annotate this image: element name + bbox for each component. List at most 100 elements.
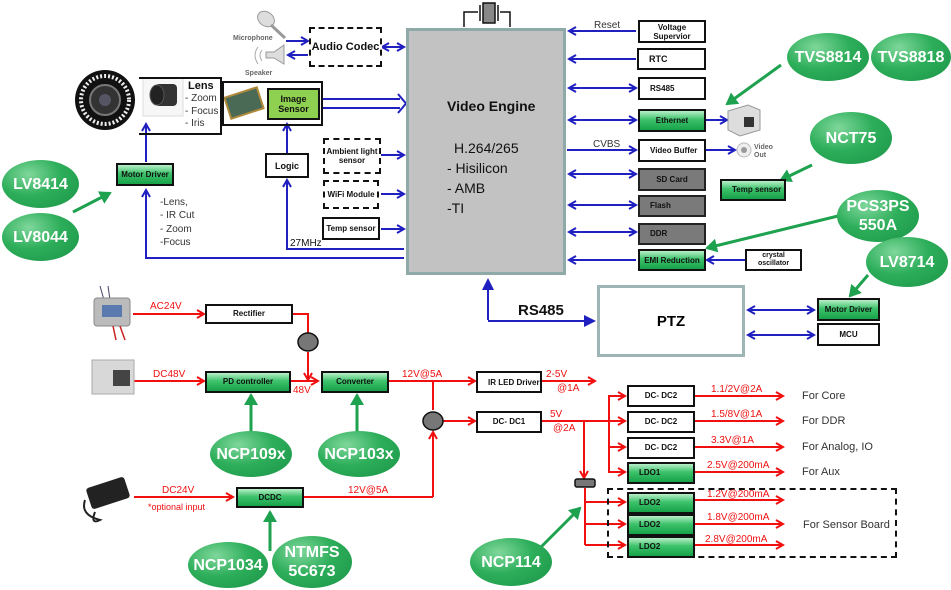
crystal-oscillator-block[interactable]: crystal oscillator — [745, 249, 802, 271]
part-nct75[interactable]: NCT75 — [810, 112, 892, 164]
engine-codec: H.264/265 — [454, 140, 519, 156]
dcdc-output-label: 12V@5A — [348, 485, 389, 496]
rs485-block[interactable]: RS485 — [638, 77, 706, 100]
audio-codec-block[interactable]: Audio Codec — [309, 27, 382, 67]
rectifier-block[interactable]: Rectifier — [205, 304, 293, 324]
lens-block[interactable] — [139, 77, 222, 135]
ethernet-block[interactable]: Ethernet — [638, 109, 706, 132]
part-pcs3ps550a-line2: 550A — [858, 217, 898, 234]
part-ntmfs5c673-line1: NTMFS — [284, 544, 340, 561]
rail-block[interactable]: DC- DC2 — [627, 385, 695, 407]
part-pcs3ps550a[interactable]: PCS3PS 550A — [837, 190, 919, 242]
dcdc1-current-label: @2A — [553, 423, 576, 434]
clock-label: 27MHz — [290, 238, 322, 249]
sensor-rail-block[interactable]: LDO2 — [627, 492, 695, 514]
ambient-light-sensor-block[interactable]: Ambient light sensor — [323, 138, 381, 174]
mcu-block[interactable]: MCU — [817, 323, 880, 346]
ptz-block[interactable]: PTZ — [597, 285, 745, 357]
ptz-motor-driver-block[interactable]: Motor Driver — [817, 298, 880, 321]
logic-block[interactable]: Logic — [265, 153, 309, 178]
crystal-symbol-icon — [463, 2, 511, 27]
part-ncp103x[interactable]: NCP103x — [318, 431, 400, 477]
part-ntmfs5c673[interactable]: NTMFS 5C673 — [272, 536, 352, 588]
junction-bar — [574, 478, 596, 488]
rs485-bus-label: RS485 — [518, 302, 564, 319]
power-adapter-icon — [83, 477, 130, 523]
lens-feature-focus: - Focus — [185, 106, 219, 117]
sensor-rail-output: 2.8V@200mA — [705, 534, 768, 545]
part-lv8714[interactable]: LV8714 — [866, 237, 948, 287]
rail-use: For Aux — [802, 466, 840, 478]
motor-target-lens: -Lens, — [160, 197, 188, 208]
dcdc1-output-label: 5V — [550, 409, 563, 420]
voltage-supervisor-block[interactable]: Voltage Supervior — [638, 20, 706, 43]
part-tvs8818[interactable]: TVS8818 — [871, 33, 951, 81]
wifi-module-block[interactable]: WiFi Module — [323, 180, 379, 209]
sensor-rail-output: 1.8V@200mA — [707, 512, 770, 523]
microphone-label: Microphone — [233, 35, 273, 42]
rail-output: 2.5V@200mA — [707, 460, 770, 471]
12v-rail-label: 12V@5A — [402, 369, 443, 380]
rail-use: For Core — [802, 390, 846, 402]
part-ntmfs5c673-line2: 5C673 — [288, 563, 336, 580]
part-lv8044[interactable]: LV8044 — [2, 213, 79, 261]
cvbs-label: CVBS — [593, 139, 621, 150]
lens-feature-zoom: - Zoom — [185, 93, 217, 104]
speaker-label: Speaker — [245, 70, 273, 77]
48v-label: 48V — [293, 385, 311, 396]
part-lv8414[interactable]: LV8414 — [2, 160, 79, 208]
motor-target-focus: -Focus — [160, 237, 191, 248]
lens-icon — [142, 77, 184, 117]
sensor-board-group — [607, 488, 897, 558]
sensor-rail-block[interactable]: LDO2 — [627, 514, 695, 536]
sensor-module-block — [222, 81, 323, 126]
rail-block[interactable]: DC- DC2 — [627, 411, 695, 433]
engine-vendor-3: -TI — [447, 200, 465, 216]
image-sensor-block[interactable]: Image Sensor — [267, 88, 320, 120]
temp-sensor-right-block[interactable]: Temp sensor — [720, 179, 786, 201]
lens-title: Lens — [188, 80, 214, 92]
rail-output: 1.1/2V@2A — [711, 384, 763, 395]
speaker-icon — [254, 44, 285, 65]
ring-light-camera-icon — [75, 70, 135, 130]
part-ncp1034[interactable]: NCP1034 — [188, 542, 268, 588]
lens-feature-iris: - Iris — [185, 118, 205, 129]
part-ncp109x[interactable]: NCP109x — [210, 431, 292, 477]
dc24v-label: DC24V — [162, 485, 195, 496]
junction-node — [422, 411, 444, 431]
rail-block[interactable]: DC- DC2 — [627, 437, 695, 459]
ddr-block[interactable]: DDR — [638, 223, 706, 245]
motor-driver-block[interactable]: Motor Driver — [116, 163, 174, 186]
pd-controller-block[interactable]: PD controller — [205, 371, 291, 393]
rail-use: For Analog, IO — [802, 441, 873, 453]
video-out-jack-icon — [736, 142, 752, 158]
sd-card-block[interactable]: SD Card — [638, 168, 706, 191]
rail-output: 3.3V@1A — [711, 435, 754, 446]
rail-use: For DDR — [802, 415, 846, 427]
engine-title: Video Engine — [447, 98, 536, 114]
part-pcs3ps550a-line1: PCS3PS — [846, 198, 910, 215]
ac24v-label: AC24V — [150, 301, 182, 312]
motor-target-ircut: - IR Cut — [160, 210, 195, 221]
ir-current-label: @1A — [557, 383, 580, 394]
transformer-icon — [93, 285, 131, 341]
video-engine-block[interactable]: Video Engine H.264/265 - Hisilicon - AMB… — [406, 28, 566, 275]
dcdc-block[interactable]: DCDC — [236, 487, 304, 508]
engine-vendor-1: - Hisilicon — [447, 160, 508, 176]
dcdc1-block[interactable]: DC- DC1 — [476, 411, 542, 433]
converter-block[interactable]: Converter — [321, 371, 389, 393]
temp-sensor-block[interactable]: Temp sensor — [322, 217, 380, 240]
rail-block[interactable]: LDO1 — [627, 462, 695, 484]
part-ncp114[interactable]: NCP114 — [470, 538, 552, 586]
emi-reduction-block[interactable]: EMI Reduction — [638, 249, 706, 271]
ir-led-driver-block[interactable]: IR LED Driver — [476, 371, 542, 393]
engine-vendor-2: - AMB — [447, 180, 486, 196]
video-buffer-block[interactable]: Video Buffer — [638, 139, 706, 162]
part-tvs8814[interactable]: TVS8814 — [787, 33, 869, 81]
rtc-block[interactable]: RTC — [637, 48, 706, 70]
rail-output: 1.5/8V@1A — [711, 409, 763, 420]
rj45-poe-icon — [91, 359, 135, 395]
microphone-icon — [257, 10, 287, 40]
sensor-rail-block[interactable]: LDO2 — [627, 536, 695, 558]
flash-block[interactable]: Flash — [638, 195, 706, 217]
